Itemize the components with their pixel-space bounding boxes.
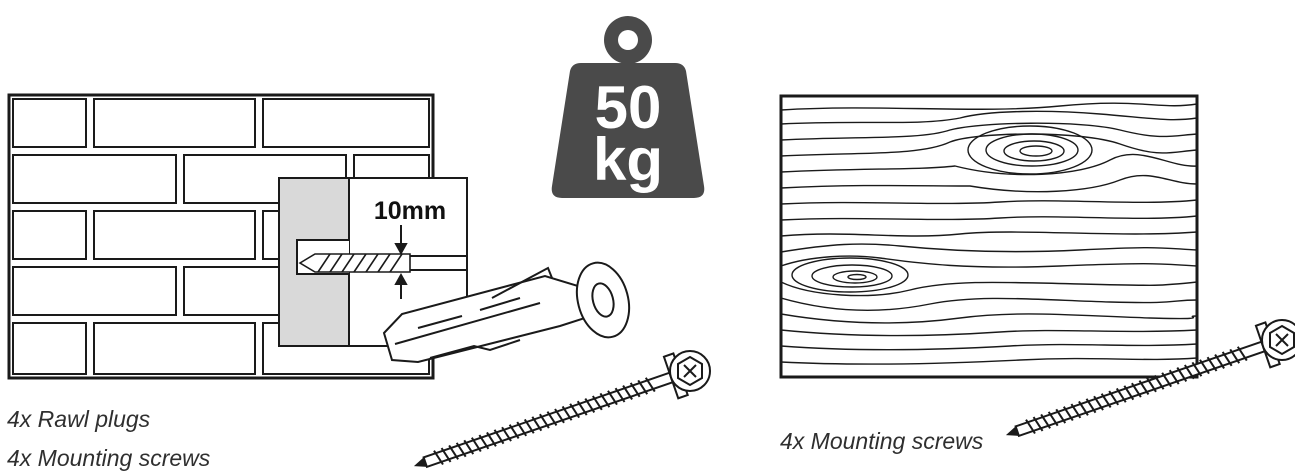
weight-unit: kg — [593, 126, 663, 193]
drill-bit — [298, 253, 411, 273]
caption-rawl-plugs: 4x Rawl plugs — [7, 406, 151, 432]
rawl-plug — [382, 261, 631, 364]
caption-mounting-screws-wood: 4x Mounting screws — [780, 428, 984, 454]
caption-mounting-screws-brick: 4x Mounting screws — [7, 445, 211, 471]
drill-size-label: 10mm — [374, 197, 446, 225]
mounting-screw-wood — [1005, 319, 1295, 438]
weight-icon: 50 kg — [551, 16, 705, 198]
wood-panel — [779, 94, 1199, 379]
mounting-screw-brick — [413, 350, 711, 469]
dimension-arrows — [394, 225, 408, 299]
weight-value: 50 — [595, 74, 662, 141]
